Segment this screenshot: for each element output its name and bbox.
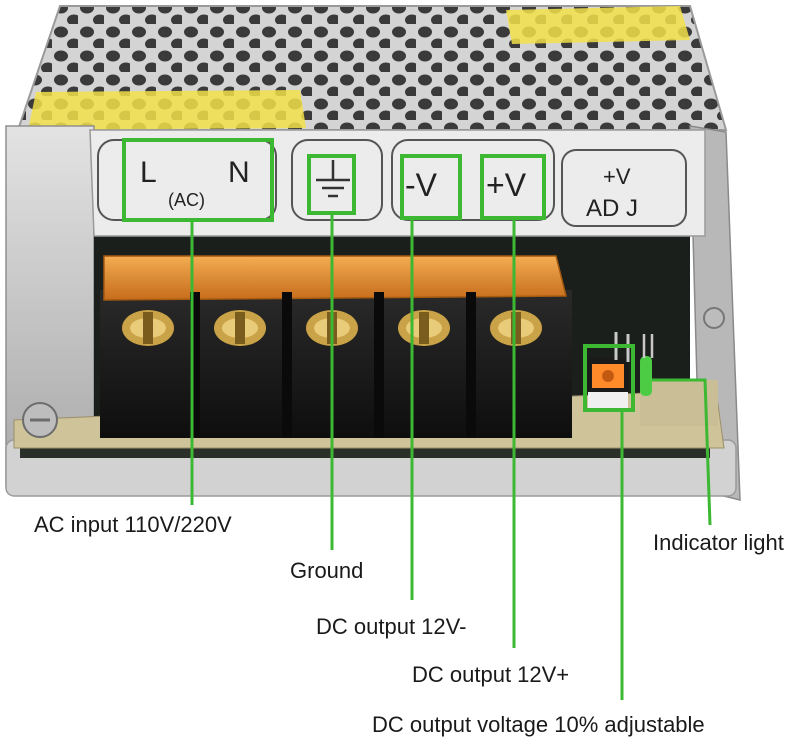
leader-indicator [652, 378, 712, 526]
terminal-block [100, 255, 572, 438]
highlight-ac [122, 138, 274, 222]
highlight-minus-v [400, 154, 462, 220]
callout-ac-input: AC input 110V/220V [34, 512, 232, 537]
label-neutral: N [228, 156, 250, 189]
highlight-boxes [122, 138, 635, 412]
ground-symbol-icon [316, 160, 350, 198]
callout-dc-plus: DC output 12V+ [412, 662, 570, 687]
callout-dc-minus: DC output 12V- [316, 614, 467, 639]
callout-voltage-adjust: DC output voltage 10% adjustable [372, 712, 705, 737]
leader-lines [190, 213, 712, 700]
label-adj-top: +V [603, 164, 631, 189]
caution-sticker [28, 90, 306, 130]
indicator-led [640, 334, 654, 396]
callout-indicator: Indicator light [653, 530, 784, 555]
label-ac: (AC) [168, 190, 205, 210]
label-plate: L N (AC) -V +V +V AD J [89, 129, 706, 237]
terminal-screws [122, 310, 542, 346]
label-live: L [140, 156, 157, 189]
callout-ground: Ground [290, 558, 364, 583]
terminal-cover [103, 255, 567, 301]
label-adj-bottom: AD J [586, 195, 638, 222]
highlight-potentiometer [583, 344, 635, 412]
label-plus-v: +V [486, 167, 527, 203]
label-minus-v: -V [405, 167, 438, 203]
voltage-potentiometer [588, 332, 630, 408]
